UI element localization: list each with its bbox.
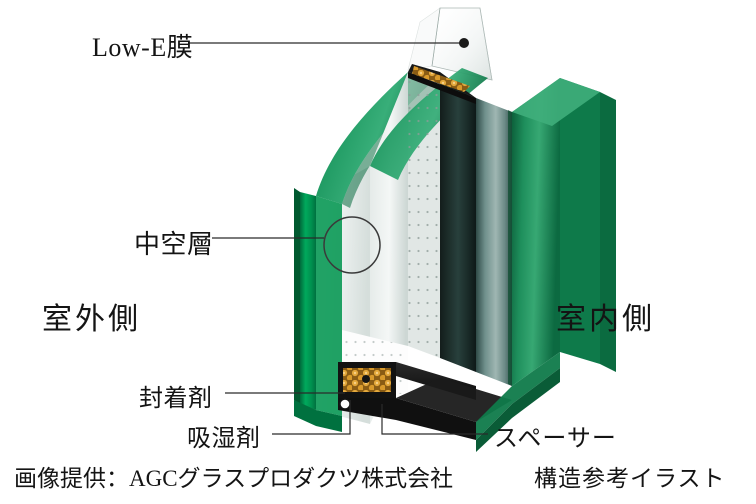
label-outdoor-side: 室外側 xyxy=(42,303,141,336)
inner-glass-pane xyxy=(408,72,616,386)
label-sealant: 封着剤 xyxy=(139,386,213,412)
label-air-cavity: 中空層 xyxy=(134,230,214,259)
bottom-spacer-assembly xyxy=(338,330,560,452)
label-desiccant: 吸湿剤 xyxy=(187,426,261,452)
caption-image-credit: 画像提供：AGCグラスプロダクツ株式会社 xyxy=(14,466,454,491)
leader-spacer xyxy=(381,404,488,435)
sealant-band xyxy=(338,398,476,440)
air-cavity-circle-marker xyxy=(323,216,381,274)
caption-reference-note: 構造参考イラスト xyxy=(534,466,726,491)
outer-pane-foot xyxy=(294,400,342,432)
label-indoor-side: 室内側 xyxy=(556,303,655,336)
top-spacer-assembly xyxy=(408,64,476,104)
label-low-e-film: Low-E膜 xyxy=(92,33,194,62)
leader-desiccant xyxy=(272,400,351,435)
low-e-marker-dot xyxy=(459,38,469,48)
label-spacer: スペーサー xyxy=(494,426,617,452)
